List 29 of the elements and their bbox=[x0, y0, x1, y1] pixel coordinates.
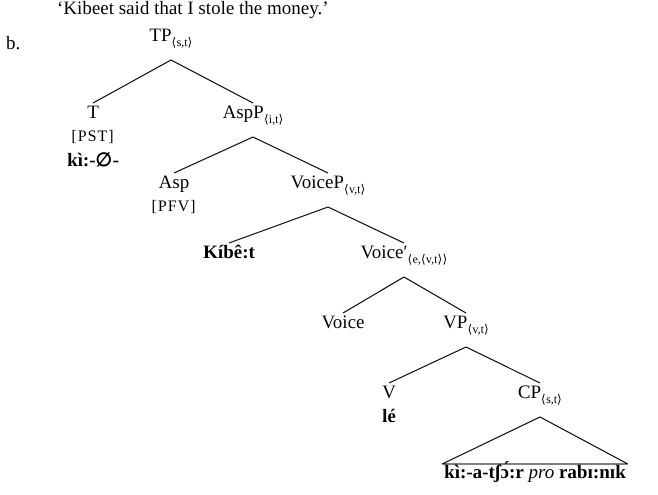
morpheme-label: lé bbox=[382, 405, 396, 429]
category-label: TP$_{⟨s,t⟩}$ bbox=[149, 24, 193, 48]
feature-label: [PST] bbox=[70, 127, 116, 147]
category-label: AspP$_{⟨i,t⟩}$ bbox=[222, 101, 284, 125]
category-label: V bbox=[382, 381, 396, 405]
feature-label: [PFV] bbox=[152, 197, 196, 217]
category-label: VP$_{⟨v,t⟩}$ bbox=[443, 311, 489, 335]
branch-line bbox=[228, 206, 328, 244]
branch-line bbox=[466, 346, 540, 384]
branch-line bbox=[174, 136, 254, 174]
clause-text: kì:-a-tʃɔ́:r pro rabɪ:nɪk bbox=[444, 461, 626, 485]
branch-line bbox=[170, 60, 254, 104]
morpheme-label: kì:-∅- bbox=[67, 149, 119, 173]
category-label: Voice′$_{⟨e,⟨v,t⟩⟩}$ bbox=[360, 241, 448, 265]
triangle-roof bbox=[442, 416, 628, 465]
branch-line bbox=[388, 346, 466, 384]
branch-line bbox=[92, 60, 172, 104]
branch-line bbox=[328, 206, 404, 244]
category-label: T bbox=[86, 101, 100, 125]
morpheme-label: Kíbê:t bbox=[203, 241, 255, 265]
category-label: Asp bbox=[158, 171, 190, 195]
example-label: b. bbox=[6, 33, 20, 55]
category-label: VoiceP$_{⟨v,t⟩}$ bbox=[290, 171, 366, 195]
category-label: CP$_{⟨s,t⟩}$ bbox=[518, 381, 562, 405]
gloss-text: ‘Kibeet said that I stole the money.’ bbox=[57, 0, 329, 20]
branch-line bbox=[252, 136, 328, 174]
branch-line bbox=[342, 276, 404, 314]
category-label: Voice bbox=[322, 311, 364, 335]
branch-line bbox=[404, 276, 466, 314]
